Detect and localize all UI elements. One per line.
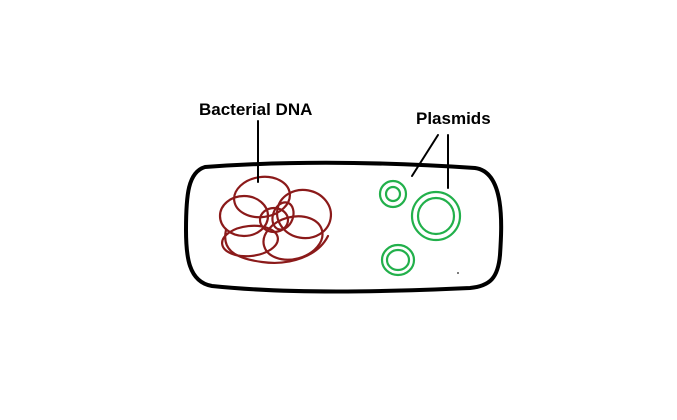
dna-loop [218,194,270,238]
plasmid-medium-outer [380,243,416,277]
plasmids [378,179,462,277]
plasmid-small-inner [384,185,402,203]
plasmids-label: Plasmids [416,109,491,128]
cell-outline [184,160,504,294]
dna-strand [224,228,330,264]
plasmid-large-outer [410,190,462,242]
dna-loop [221,224,279,258]
dna-label: Bacterial DNA [199,100,312,119]
speck [457,272,459,274]
plasmid-large-inner [416,196,456,236]
dna-loop [258,206,290,234]
dna-loop [275,188,333,240]
dna-loop [271,201,295,231]
plasmid-medium-inner [385,248,411,272]
bacterial-dna [218,175,333,264]
plasmid-pointer-line-left [411,134,439,177]
plasmid-small-outer [378,179,408,209]
